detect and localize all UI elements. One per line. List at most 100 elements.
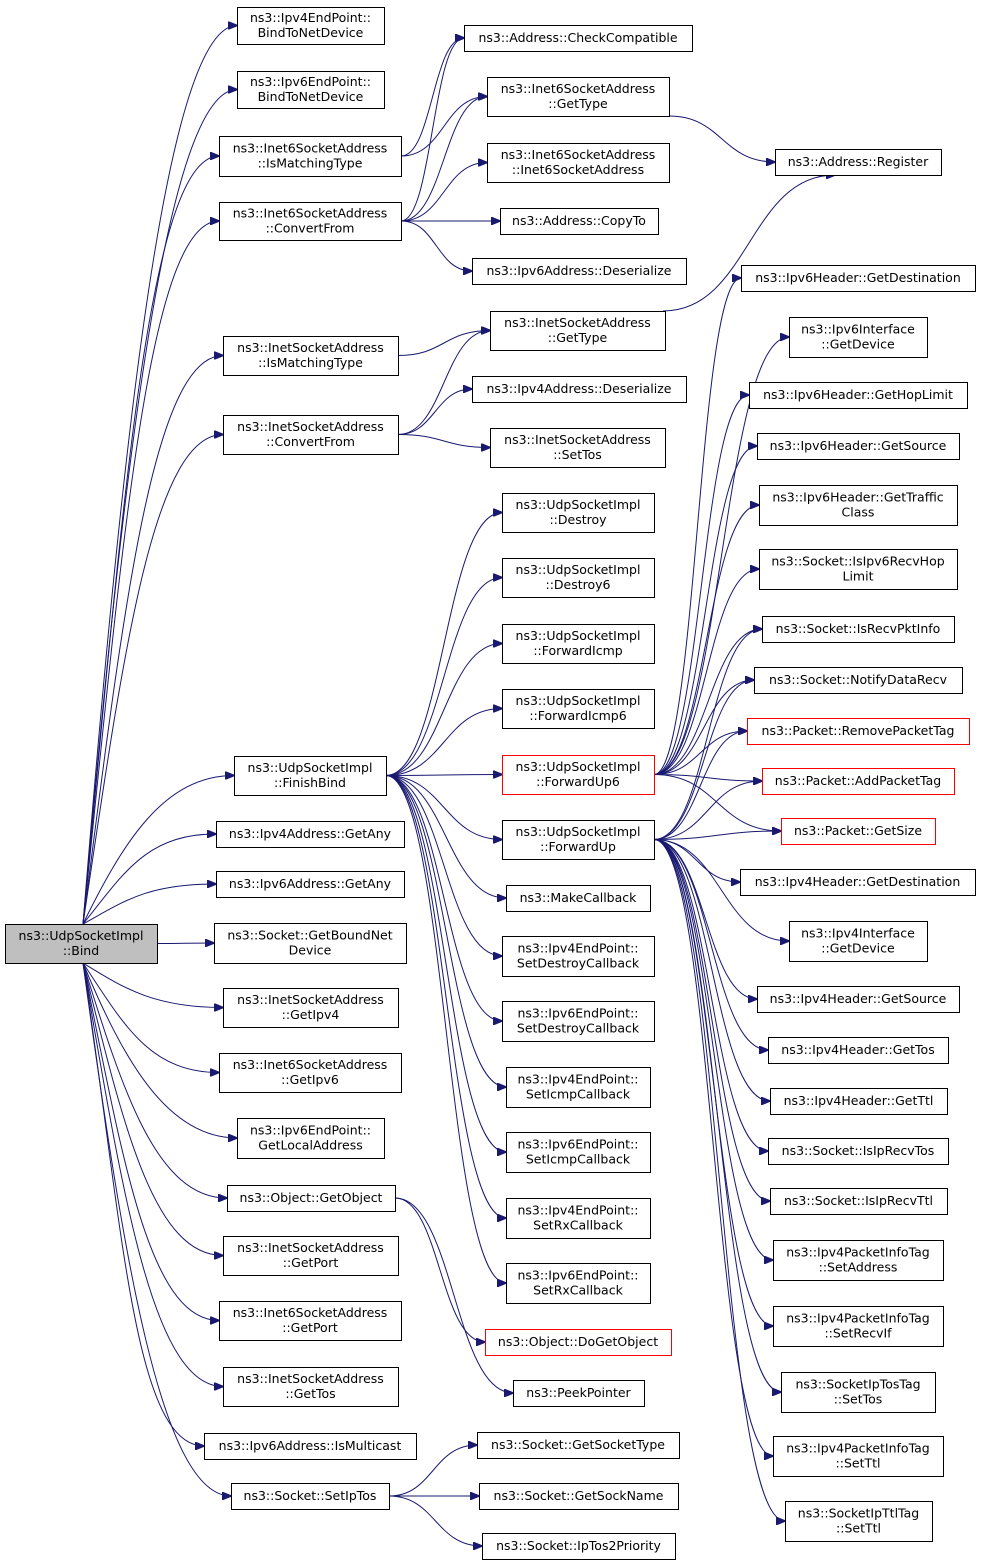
node-udp-fwdicmp[interactable]: ns3::UdpSocketImpl::ForwardIcmp xyxy=(502,624,655,664)
node-pkt-getsize[interactable]: ns3::Packet::GetSize xyxy=(781,818,936,845)
node-label: ::Destroy xyxy=(549,512,607,527)
node-sock-getsockname[interactable]: ns3::Socket::GetSockName xyxy=(479,1483,679,1510)
node-box xyxy=(219,202,402,241)
node-ipv4ep-setdestroy[interactable]: ns3::Ipv4EndPoint::SetDestroyCallback xyxy=(502,936,655,977)
node-isa-convert[interactable]: ns3::InetSocketAddress::ConvertFrom xyxy=(223,415,399,455)
node-pkt-removetag[interactable]: ns3::Packet::RemovePacketTag xyxy=(747,718,970,745)
node-udp-destroy[interactable]: ns3::UdpSocketImpl::Destroy xyxy=(502,493,655,533)
edge-udp-fwdup6-to-ipv6if-getdev xyxy=(653,337,789,775)
node-box xyxy=(757,986,960,1013)
node-label: ns3::Ipv6EndPoint:: xyxy=(250,74,371,89)
node-box xyxy=(773,1306,944,1347)
node-i6sa-getipv6[interactable]: ns3::Inet6SocketAddress::GetIpv6 xyxy=(219,1053,402,1093)
node-ipv4ep-setrx[interactable]: ns3::Ipv4EndPoint::SetRxCallback xyxy=(506,1198,651,1239)
node-ipv6ep-setdestroy[interactable]: ns3::Ipv6EndPoint::SetDestroyCallback xyxy=(502,1001,655,1042)
node-box xyxy=(219,1301,402,1341)
node-ipv4h-gettos[interactable]: ns3::Ipv4Header::GetTos xyxy=(768,1037,949,1064)
node-ipv4ep-seticmp[interactable]: ns3::Ipv4EndPoint::SetIcmpCallback xyxy=(506,1067,651,1108)
node-ipv4h-getdest[interactable]: ns3::Ipv4Header::GetDestination xyxy=(740,869,976,896)
node-label: ns3::UdpSocketImpl xyxy=(516,628,641,643)
node-sock-isiprecvttl[interactable]: ns3::Socket::IsIpRecvTtl xyxy=(770,1188,948,1215)
node-label: ns3::Inet6SocketAddress xyxy=(233,1305,388,1320)
node-pkt-addtag[interactable]: ns3::Packet::AddPacketTag xyxy=(762,768,955,795)
node-sock-isiprecvtos[interactable]: ns3::Socket::IsIpRecvTos xyxy=(768,1138,949,1165)
node-ipv6ep-seticmp[interactable]: ns3::Ipv6EndPoint::SetIcmpCallback xyxy=(506,1132,651,1173)
node-finishbind[interactable]: ns3::UdpSocketImpl::FinishBind xyxy=(234,756,387,796)
node-sock-notifydata[interactable]: ns3::Socket::NotifyDataRecv xyxy=(754,667,963,694)
node-ipv4h-getsrc[interactable]: ns3::Ipv4Header::GetSource xyxy=(757,986,960,1013)
node-ipv6ep-bind[interactable]: ns3::Ipv6EndPoint::BindToNetDevice xyxy=(237,71,385,109)
node-sock-isrecvpkt[interactable]: ns3::Socket::IsRecvPktInfo xyxy=(762,616,955,643)
edge-udp-fwdup6-to-sock-isipv6hop xyxy=(653,569,759,775)
node-bind[interactable]: ns3::UdpSocketImpl::Bind xyxy=(5,924,158,964)
node-label: SetDestroyCallback xyxy=(517,1021,640,1036)
node-isa-settos[interactable]: ns3::InetSocketAddress::SetTos xyxy=(490,428,666,468)
node-label: ::GetDevice xyxy=(821,337,895,352)
node-addr-copyto[interactable]: ns3::Address::CopyTo xyxy=(500,208,659,235)
node-sock-getsocktype[interactable]: ns3::Socket::GetSocketType xyxy=(477,1432,680,1459)
node-ipv4ep-bind[interactable]: ns3::Ipv4EndPoint::BindToNetDevice xyxy=(237,7,385,45)
node-i6sa-gettype[interactable]: ns3::Inet6SocketAddress::GetType xyxy=(487,77,670,117)
node-ipv6addr-mcast[interactable]: ns3::Ipv6Address::IsMulticast xyxy=(204,1433,417,1460)
edge-udp-fwdup-to-ipv4pit-setaddr xyxy=(653,839,773,1261)
node-isa-ismatch[interactable]: ns3::InetSocketAddress::IsMatchingType xyxy=(223,336,399,376)
node-udp-destroy6[interactable]: ns3::UdpSocketImpl::Destroy6 xyxy=(502,558,655,598)
node-makecallback[interactable]: ns3::MakeCallback xyxy=(506,885,651,912)
node-label: Limit xyxy=(843,569,874,584)
node-udp-fwdup6[interactable]: ns3::UdpSocketImpl::ForwardUp6 xyxy=(502,755,655,795)
node-label: SetIcmpCallback xyxy=(526,1152,631,1167)
node-ipv6h-getsrc[interactable]: ns3::Ipv6Header::GetSource xyxy=(757,433,960,460)
node-ipv4pit-setttl[interactable]: ns3::Ipv4PacketInfoTag::SetTtl xyxy=(773,1436,944,1477)
edge-finishbind-to-udp-fwdicmp6 xyxy=(385,709,502,776)
node-peekpointer[interactable]: ns3::PeekPointer xyxy=(513,1380,645,1407)
node-label: ns3::Ipv4Address::GetAny xyxy=(229,826,392,841)
node-sock-iptos2prio[interactable]: ns3::Socket::IpTos2Priority xyxy=(482,1533,676,1560)
node-ipv6ep-setrx[interactable]: ns3::Ipv6EndPoint::SetRxCallback xyxy=(506,1263,651,1304)
node-i6sa-getport[interactable]: ns3::Inet6SocketAddress::GetPort xyxy=(219,1301,402,1341)
node-isa-getport[interactable]: ns3::InetSocketAddress::GetPort xyxy=(223,1236,399,1276)
node-udp-fwdicmp6[interactable]: ns3::UdpSocketImpl::ForwardIcmp6 xyxy=(502,689,655,729)
node-ipv4pit-setaddr[interactable]: ns3::Ipv4PacketInfoTag::SetAddress xyxy=(773,1240,944,1281)
node-ipv6addr-any[interactable]: ns3::Ipv6Address::GetAny xyxy=(216,871,405,898)
node-i6sa-convert[interactable]: ns3::Inet6SocketAddress::ConvertFrom xyxy=(219,202,402,241)
node-ipv4pit-setrecvif[interactable]: ns3::Ipv4PacketInfoTag::SetRecvIf xyxy=(773,1306,944,1347)
node-isa-gettos[interactable]: ns3::InetSocketAddress::GetTos xyxy=(223,1367,399,1407)
node-obj-dogetobject[interactable]: ns3::Object::DoGetObject xyxy=(485,1329,672,1356)
node-label: ::SetTos xyxy=(553,447,602,462)
node-ipv4addr-deser[interactable]: ns3::Ipv4Address::Deserialize xyxy=(472,376,687,403)
edge-udp-fwdup-to-ipv4pit-setttl xyxy=(653,839,773,1457)
node-box xyxy=(749,382,968,409)
node-label: ns3::Socket::IpTos2Priority xyxy=(496,1538,661,1553)
edge-bind-to-obj-getobject xyxy=(82,962,227,1198)
call-edges xyxy=(82,26,835,1547)
node-siptostag-settos[interactable]: ns3::SocketIpTosTag::SetTos xyxy=(781,1372,936,1413)
node-box xyxy=(773,1240,944,1281)
node-i6sa-ismatch[interactable]: ns3::Inet6SocketAddress::IsMatchingType xyxy=(219,136,402,177)
node-ipv4addr-any[interactable]: ns3::Ipv4Address::GetAny xyxy=(216,821,405,848)
node-box xyxy=(237,71,385,109)
node-sock-setiptos[interactable]: ns3::Socket::SetIpTos xyxy=(231,1483,390,1510)
node-ipv6h-getdest[interactable]: ns3::Ipv6Header::GetDestination xyxy=(741,265,976,292)
node-label: ns3::Ipv6EndPoint:: xyxy=(518,1268,639,1283)
node-ipv6if-getdev[interactable]: ns3::Ipv6Interface::GetDevice xyxy=(789,317,928,358)
node-isa-getipv4[interactable]: ns3::InetSocketAddress::GetIpv4 xyxy=(223,988,399,1028)
edge-isa-convert-to-isa-settos xyxy=(397,434,490,448)
node-i6sa-ctor[interactable]: ns3::Inet6SocketAddress::Inet6SocketAddr… xyxy=(487,143,670,183)
node-ipv6ep-local[interactable]: ns3::Ipv6EndPoint::GetLocalAddress xyxy=(237,1118,385,1159)
node-label: ns3::Address::Register xyxy=(788,154,929,169)
node-addr-register[interactable]: ns3::Address::Register xyxy=(775,149,942,176)
node-isa-gettype[interactable]: ns3::InetSocketAddress::GetType xyxy=(490,311,666,351)
node-ipv6h-gethop[interactable]: ns3::Ipv6Header::GetHopLimit xyxy=(749,382,968,409)
node-udp-fwdup[interactable]: ns3::UdpSocketImpl::ForwardUp xyxy=(502,820,655,860)
node-ipv6addr-deser[interactable]: ns3::Ipv6Address::Deserialize xyxy=(472,258,687,285)
node-label: ns3::Object::DoGetObject xyxy=(498,1334,658,1349)
edge-finishbind-to-ipv4ep-seticmp xyxy=(385,775,506,1088)
node-sipttltag-setttl[interactable]: ns3::SocketIpTtlTag::SetTtl xyxy=(785,1501,933,1542)
node-ipv4h-getttl[interactable]: ns3::Ipv4Header::GetTtl xyxy=(770,1088,948,1115)
node-obj-getobject[interactable]: ns3::Object::GetObject xyxy=(227,1185,396,1212)
node-ipv4if-getdev[interactable]: ns3::Ipv4Interface::GetDevice xyxy=(789,921,928,962)
node-addr-checkcompat[interactable]: ns3::Address::CheckCompatible xyxy=(464,25,693,52)
